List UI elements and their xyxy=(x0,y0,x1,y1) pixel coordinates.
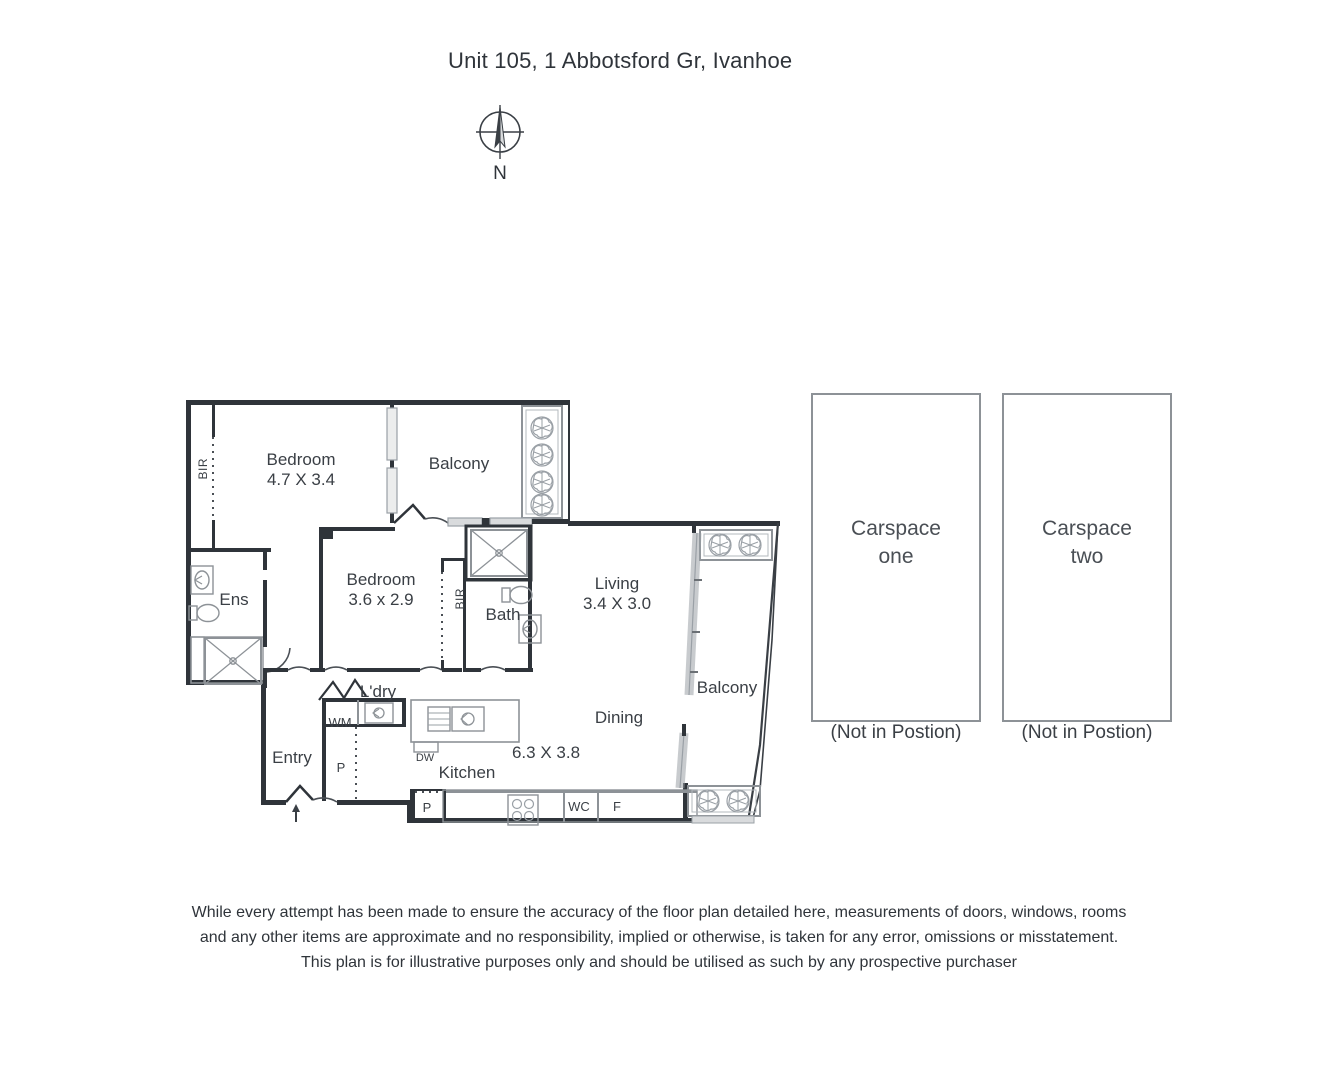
bathroom-fixtures xyxy=(464,524,542,672)
dishwasher-label: DW xyxy=(415,752,435,764)
kitchen-label: Kitchen xyxy=(438,763,496,782)
dining-label: Dining xyxy=(594,708,644,727)
bath-label: Bath xyxy=(485,605,521,624)
carspace-one-note: (Not in Postion) xyxy=(830,722,962,743)
balcony-north-planter xyxy=(521,405,563,519)
bedroom-2-label: Bedroom xyxy=(346,570,416,589)
carspace-two-number: two xyxy=(1070,545,1104,568)
carspace-one-box xyxy=(811,393,981,722)
compass-north-label: N xyxy=(493,163,507,184)
carspace-one-name: Carspace xyxy=(851,517,941,540)
bedroom-2-dimensions: 3.6 x 2.9 xyxy=(348,590,414,609)
kitchen-fixtures xyxy=(410,699,698,826)
dining-dimensions: 6.3 X 3.8 xyxy=(511,743,581,762)
fridge-label: F xyxy=(613,799,621,814)
bedroom-1-walls xyxy=(191,400,394,552)
bedroom-1-dimensions: 4.7 X 3.4 xyxy=(266,470,336,489)
ensuite-fixtures xyxy=(188,548,324,688)
living-label: Living xyxy=(594,574,640,593)
disclaimer-line-1: While every attempt has been made to ens… xyxy=(191,904,1127,921)
laundry-fixtures xyxy=(318,677,406,801)
bedroom-1-label: Bedroom xyxy=(266,450,336,469)
balcony-north-glazing xyxy=(386,407,398,514)
pantry-1-label: P xyxy=(336,760,346,775)
disclaimer-line-3: This plan is for illustrative purposes o… xyxy=(301,954,1017,971)
balcony-east-label: Balcony xyxy=(696,678,758,697)
disclaimer-line-2: and any other items are approximate and … xyxy=(199,929,1119,946)
carspace-one-number: one xyxy=(878,545,914,568)
bedroom-2-walls xyxy=(319,527,466,672)
carspace-two-box xyxy=(1002,393,1172,722)
entry-door xyxy=(285,784,338,822)
living-dimensions: 3.4 X 3.0 xyxy=(582,594,652,613)
washing-machine-label: WM xyxy=(328,715,352,730)
ensuite-label: Ens xyxy=(219,590,249,609)
wc-label: WC xyxy=(568,799,590,814)
pantry-2-label: P xyxy=(422,800,432,815)
laundry-label: L'dry xyxy=(359,682,397,701)
bir-1-label: BIR xyxy=(196,458,210,480)
balcony-north-label: Balcony xyxy=(428,454,490,473)
carspace-two-name: Carspace xyxy=(1042,517,1132,540)
compass-rose-icon xyxy=(472,101,528,191)
balcony-east xyxy=(675,529,773,824)
balcony-north-outline xyxy=(186,400,570,525)
carspace-two-note: (Not in Postion) xyxy=(1021,722,1153,743)
disclaimer: While every attempt has been made to ens… xyxy=(0,900,1318,975)
page-title: Unit 105, 1 Abbotsford Gr, Ivanhoe xyxy=(448,48,793,73)
entry-label: Entry xyxy=(272,748,312,767)
bir-2-label: BIR xyxy=(453,588,467,610)
